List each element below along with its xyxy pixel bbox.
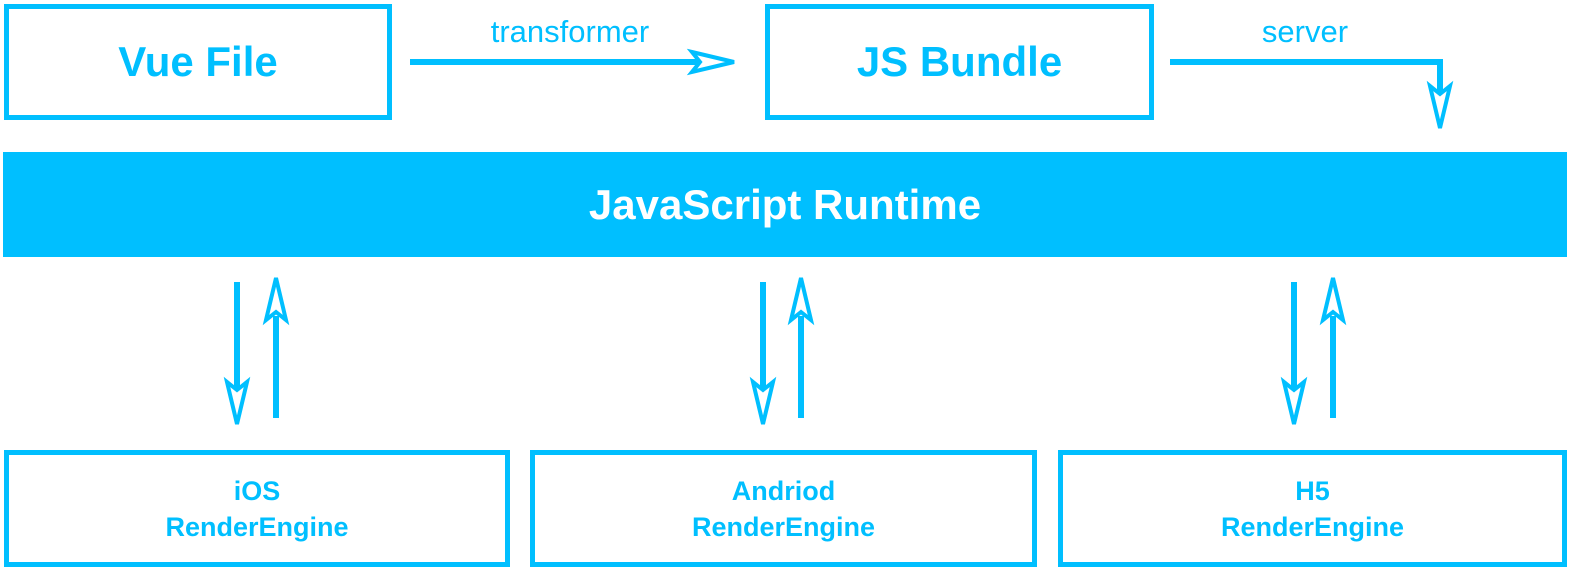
vue-file-node: Vue File xyxy=(4,4,392,120)
android-label-line1: Andriod xyxy=(731,475,836,506)
ios-label-line2: RenderEngine xyxy=(165,511,349,542)
transformer-edge-label: transformer xyxy=(490,14,650,49)
h5-up-arrow-head xyxy=(1319,277,1347,326)
h5-label-line2: RenderEngine xyxy=(1220,511,1405,542)
android-label-line2: RenderEngine xyxy=(691,511,876,542)
h5-down-arrow-head xyxy=(1280,376,1308,425)
vue-file-label: Vue File xyxy=(118,38,278,85)
server-arrow xyxy=(1170,59,1443,92)
h5-render-engine-node: H5 RenderEngine xyxy=(1058,450,1567,567)
ios-label-line1: iOS xyxy=(233,475,281,506)
h5-label-line1: H5 xyxy=(1295,475,1330,506)
javascript-runtime-bar: JavaScript Runtime xyxy=(3,152,1567,257)
js-bundle-node: JS Bundle xyxy=(765,4,1154,120)
ios-up-arrow-head xyxy=(262,277,290,326)
android-render-engine-node: Andriod RenderEngine xyxy=(530,450,1037,567)
android-down-arrow-head xyxy=(749,376,777,425)
js-bundle-label: JS Bundle xyxy=(856,38,1063,85)
javascript-runtime-label: JavaScript Runtime xyxy=(588,180,982,228)
ios-down-arrow-head xyxy=(223,376,251,425)
transformer-arrow-head xyxy=(686,48,735,76)
server-arrow-head xyxy=(1426,80,1454,129)
android-up-arrow-head xyxy=(787,277,815,326)
ios-render-engine-node: iOS RenderEngine xyxy=(4,450,510,567)
server-edge-label: server xyxy=(1261,14,1349,49)
